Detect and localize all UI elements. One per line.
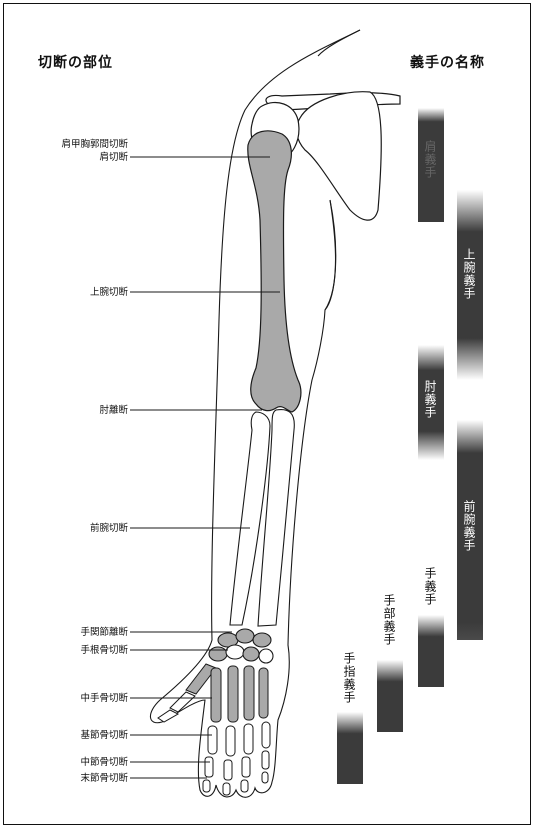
- label-wrist-disarticulation: 手関節離断: [80, 627, 128, 639]
- finger-prosthesis-bar: [337, 712, 363, 784]
- partial-hand-prosthesis-bar: [377, 660, 403, 732]
- label-upper-arm-prosthesis: 上腕義手: [462, 248, 476, 300]
- label-middle-phalanx: 中節骨切断: [80, 757, 128, 769]
- prosthesis-name-heading: 義手の名称: [410, 52, 485, 72]
- hand-bones: [158, 664, 270, 795]
- hand-prosthesis-bar: [418, 615, 444, 687]
- label-transradial: 前腕切断: [90, 523, 128, 535]
- label-forearm-prosthesis: 前腕義手: [462, 500, 476, 552]
- label-distal-phalanx: 末節骨切断: [80, 773, 128, 785]
- label-hand-prosthesis: 手義手: [423, 567, 437, 606]
- label-metacarpal: 中手骨切断: [80, 693, 128, 705]
- label-elbow-disarticulation: 肘離断: [99, 405, 128, 417]
- label-interscapulothoracic: 肩甲胸郭間切断: [61, 139, 128, 151]
- label-finger-prosthesis: 手指義手: [342, 652, 356, 704]
- label-shoulder-prosthesis: 肩義手: [423, 140, 437, 179]
- humerus-bone: [248, 131, 301, 412]
- label-elbow-prosthesis: 肘義手: [423, 380, 437, 419]
- carpal-bones: [209, 629, 273, 663]
- label-partial-hand-prosthesis: 手部義手: [382, 594, 396, 646]
- label-proximal-phalanx: 基節骨切断: [80, 730, 128, 742]
- label-carpal: 手根骨切断: [80, 645, 128, 657]
- amputation-site-heading: 切断の部位: [38, 52, 113, 72]
- label-shoulder-disarticulation: 肩切断: [99, 152, 128, 164]
- forearm-bones: [230, 410, 294, 626]
- label-transhumeral: 上腕切断: [90, 287, 128, 299]
